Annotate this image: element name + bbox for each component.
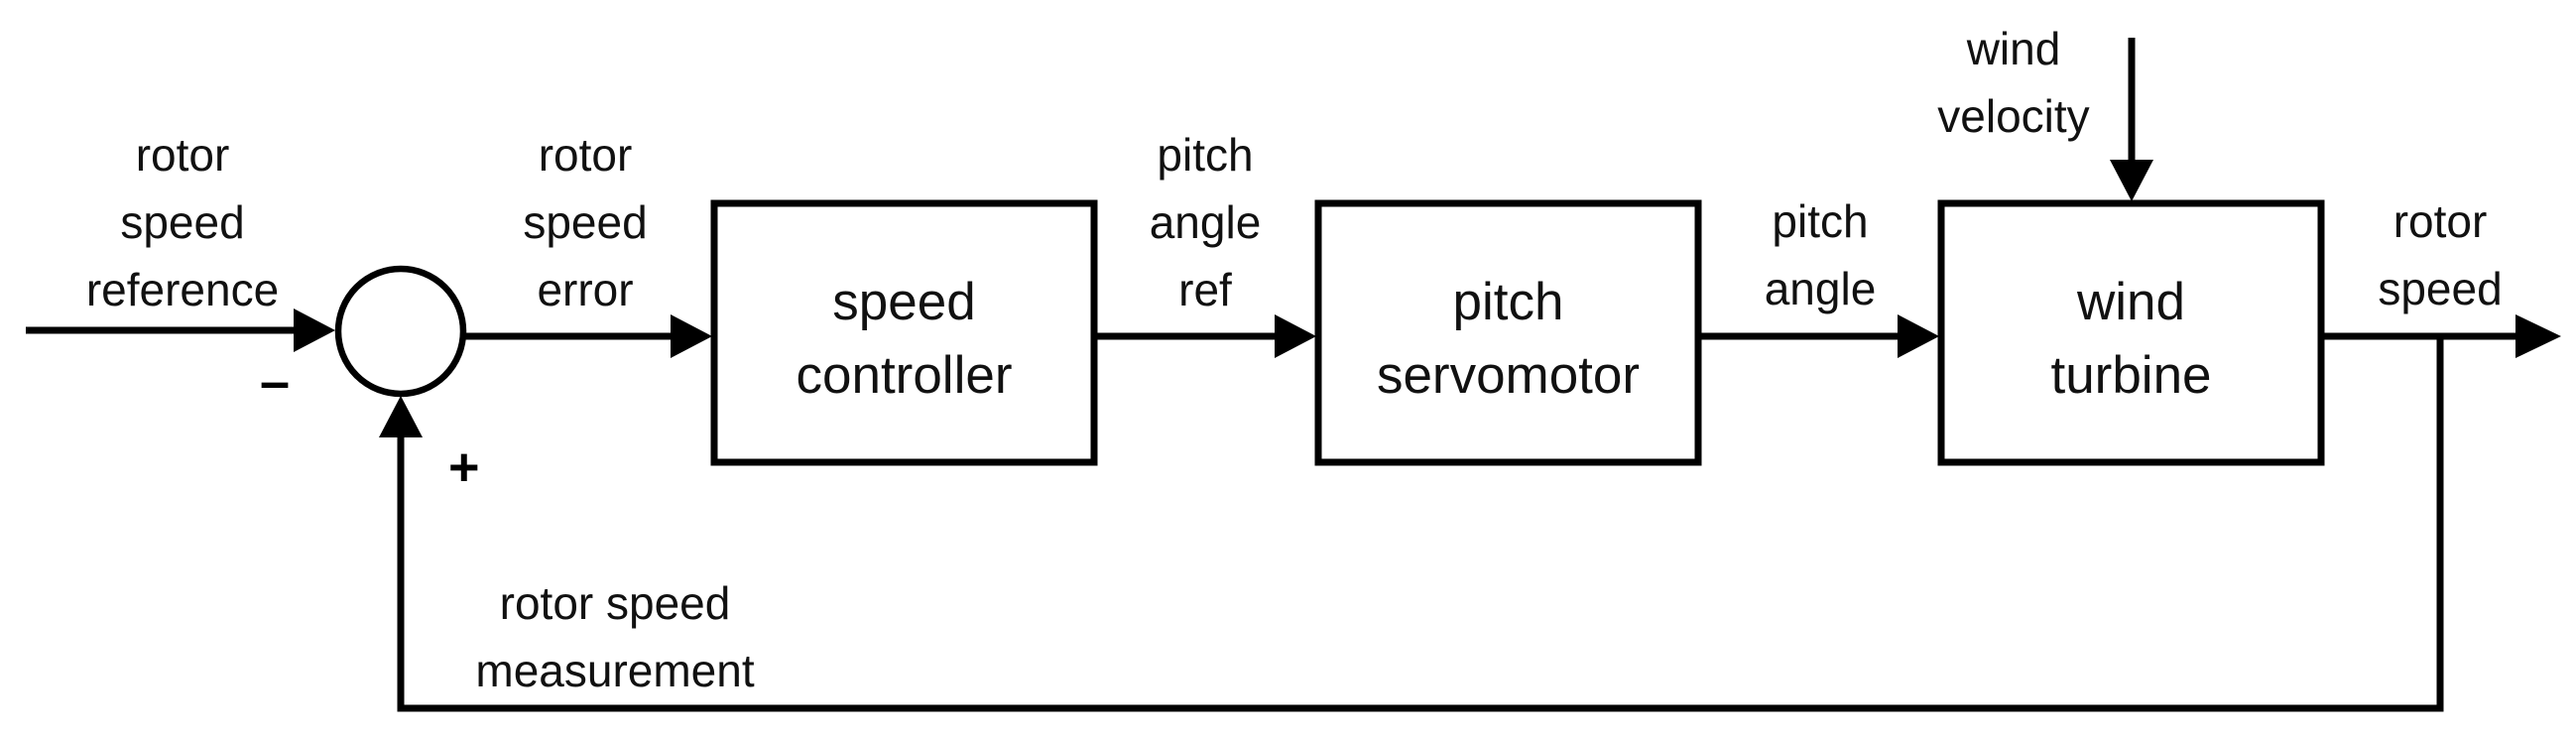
rotor-speed-output-label: rotor speed xyxy=(2378,195,2503,314)
plus-sign: + xyxy=(448,437,480,497)
error-arrowhead xyxy=(671,314,712,358)
pitch-angle-ref-label: pitch angle ref xyxy=(1149,129,1262,315)
reference-arrowhead xyxy=(294,308,335,352)
wind-velocity-arrowhead xyxy=(2110,160,2153,201)
pitch-angle-ref-arrowhead xyxy=(1275,314,1316,358)
pitch-servomotor-block xyxy=(1314,199,1702,466)
error-label: rotor speed error xyxy=(523,129,648,315)
summing-junction xyxy=(334,265,467,398)
wind-velocity-label: wind velocity xyxy=(1937,23,2090,142)
speed-controller-block xyxy=(710,199,1098,466)
feedback-arrowhead xyxy=(379,396,423,437)
rotor-speed-output-arrowhead xyxy=(2515,314,2561,358)
wind-turbine-text: wind turbine xyxy=(2050,273,2212,405)
pitch-angle-label: pitch angle xyxy=(1764,195,1877,314)
reference-label: rotor speed reference xyxy=(85,129,280,315)
measurement-label: rotor speed measurement xyxy=(475,577,755,696)
speed-controller-text: speed controller xyxy=(796,273,1013,405)
feedback-line xyxy=(397,336,2444,712)
minus-sign: – xyxy=(260,352,291,412)
pitch-angle-arrowhead xyxy=(1898,314,1939,358)
pitch-servomotor-text: pitch servomotor xyxy=(1376,273,1641,405)
